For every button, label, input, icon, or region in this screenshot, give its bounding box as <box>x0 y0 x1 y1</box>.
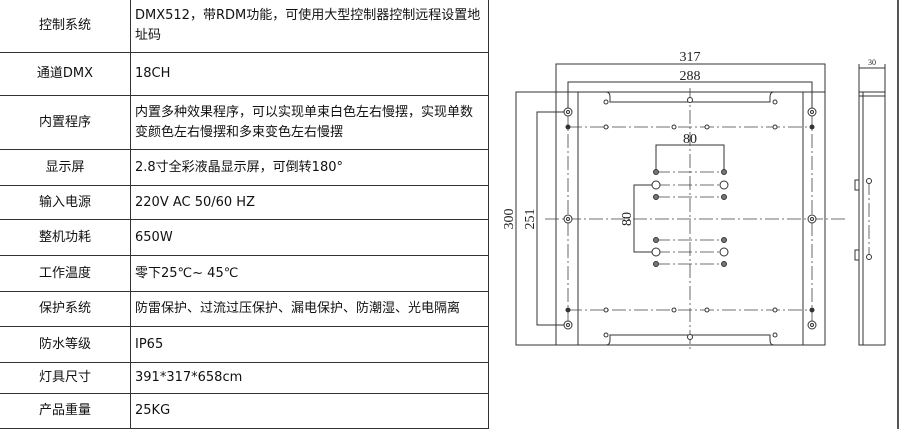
dim-line-317 <box>555 63 826 92</box>
spec-label: 通道DMX <box>0 52 131 96</box>
dim-label-80-v: 80 <box>620 212 635 226</box>
dim-label-30: 30 <box>868 58 876 67</box>
spec-value: 2.8寸全彩液晶显示屏，可倒转180° <box>130 149 489 186</box>
spec-value: 防雷保护、过流过压保护、漏电保护、防潮湿、光电隔离 <box>130 291 489 327</box>
mounting-holes <box>563 97 872 340</box>
plate-outline <box>555 91 826 346</box>
table-row: 保护系统防雷保护、过流过压保护、漏电保护、防潮湿、光电隔离 <box>0 291 489 327</box>
dim-label-80-h: 80 <box>683 132 697 147</box>
spec-value: 391*317*658cm <box>130 362 489 394</box>
dim-line-80-v <box>633 184 656 253</box>
dim-line-300 <box>515 91 556 346</box>
dim-line-288 <box>567 81 813 112</box>
dim-line-251 <box>536 111 568 326</box>
spec-label: 内置程序 <box>0 95 131 150</box>
spec-value: 内置多种效果程序，可以实现单束白色左右慢摆，实现单数变颜色左右慢摆和多束变色左右… <box>130 95 489 150</box>
table-row: 内置程序内置多种效果程序，可以实现单束白色左右慢摆，实现单数变颜色左右慢摆和多束… <box>0 95 489 150</box>
spec-label: 显示屏 <box>0 149 131 186</box>
spec-value: 220V AC 50/60 HZ <box>130 185 489 220</box>
spec-label: 控制系统 <box>0 0 131 53</box>
spec-label: 产品重量 <box>0 393 131 429</box>
right-border <box>897 0 899 429</box>
dim-label-317: 317 <box>680 50 701 65</box>
dim-label-288: 288 <box>680 69 701 84</box>
side-view <box>858 91 886 346</box>
spec-value: DMX512，带RDM功能，可使用大型控制器控制远程设置地址码 <box>130 0 489 53</box>
dim-label-251: 251 <box>523 209 538 230</box>
table-row: 工作温度零下25℃~ 45℃ <box>0 255 489 292</box>
spec-value: 18CH <box>130 52 489 96</box>
spec-value: 零下25℃~ 45℃ <box>130 255 489 292</box>
spec-label: 防水等级 <box>0 326 131 363</box>
dim-label-300: 300 <box>502 209 517 230</box>
spec-value: 25KG <box>130 393 489 429</box>
spec-label: 工作温度 <box>0 255 131 292</box>
